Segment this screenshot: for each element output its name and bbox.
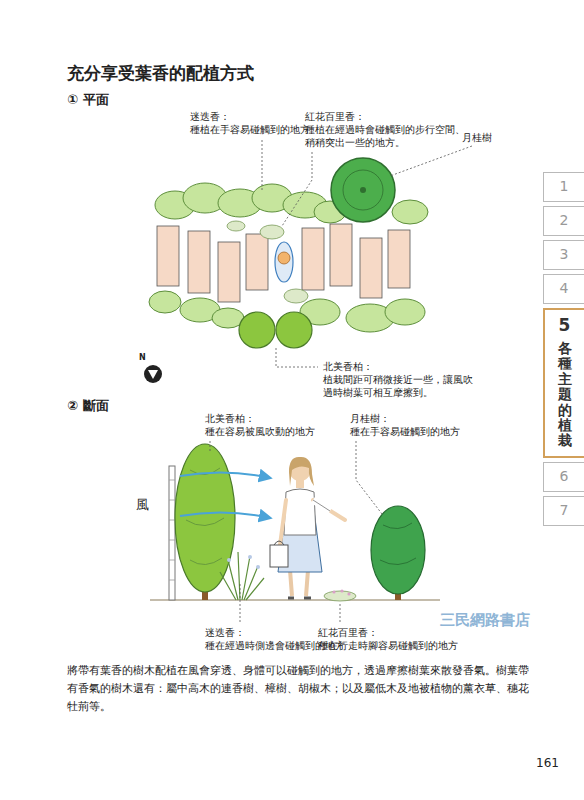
- callout-note: 種植在手容易碰觸到的地方: [190, 123, 310, 136]
- chapter-number: 1: [544, 178, 584, 194]
- chapter-tab: 4: [543, 274, 584, 304]
- section-heading: ① 平面: [67, 92, 109, 109]
- north-letter: N: [139, 353, 146, 363]
- callout-note: 種在行走時腳容易碰觸到的地方: [318, 639, 458, 652]
- plant-name: 迷迭香：: [190, 110, 230, 123]
- watermark: 三民網路書店: [440, 611, 530, 631]
- chapter-tab: 5 各種主題的植栽: [543, 308, 584, 458]
- section-view: [150, 441, 440, 622]
- plant-name: 北美香柏：: [205, 412, 255, 425]
- plant-name: 北美香柏：: [323, 360, 373, 373]
- plant-name: 月桂樹: [462, 131, 492, 144]
- chapter-number: 4: [544, 280, 584, 296]
- chapter-tab: 7: [543, 496, 584, 526]
- chapter-tab: 2: [543, 206, 584, 236]
- chapter-tab: 6: [543, 462, 584, 492]
- callout-note: 植栽間距可稍微接近一些，讓風吹過時樹葉可相互摩擦到。: [323, 373, 475, 399]
- chapter-title: 各種主題的植栽: [558, 341, 572, 449]
- plant-name: 迷迭香：: [205, 626, 245, 639]
- chapter-tab: 1: [543, 172, 584, 202]
- chapter-number: 2: [544, 212, 584, 228]
- chapter-tab: 3: [543, 240, 584, 270]
- plant-name: 月桂樹：: [350, 412, 390, 425]
- callout-note: 種植在經過時會碰觸到的步行空間、稍稍突出一些的地方。: [305, 123, 473, 149]
- callout-note: 種在手容易碰觸到的地方: [350, 425, 460, 438]
- wind-label: 風: [136, 497, 149, 514]
- plan-view: [144, 140, 472, 383]
- chapter-number: 3: [544, 246, 584, 262]
- person-figure: [270, 457, 345, 598]
- page-number: 161: [536, 756, 559, 772]
- plant-name: 紅花百里香：: [318, 626, 378, 639]
- body-text: 將帶有葉香的樹木配植在風會穿透、身體可以碰觸到的地方，透過摩擦樹葉來散發香氣。樹…: [67, 662, 535, 716]
- chapter-number: 5: [545, 315, 584, 335]
- plant-name: 紅花百里香：: [305, 110, 365, 123]
- section-heading: ② 斷面: [67, 398, 109, 415]
- chapter-number: 6: [544, 468, 584, 484]
- callout-note: 種在容易被風吹動的地方: [205, 425, 315, 438]
- chapter-number: 7: [544, 502, 584, 518]
- page-title: 充分享受葉香的配植方式: [67, 62, 254, 84]
